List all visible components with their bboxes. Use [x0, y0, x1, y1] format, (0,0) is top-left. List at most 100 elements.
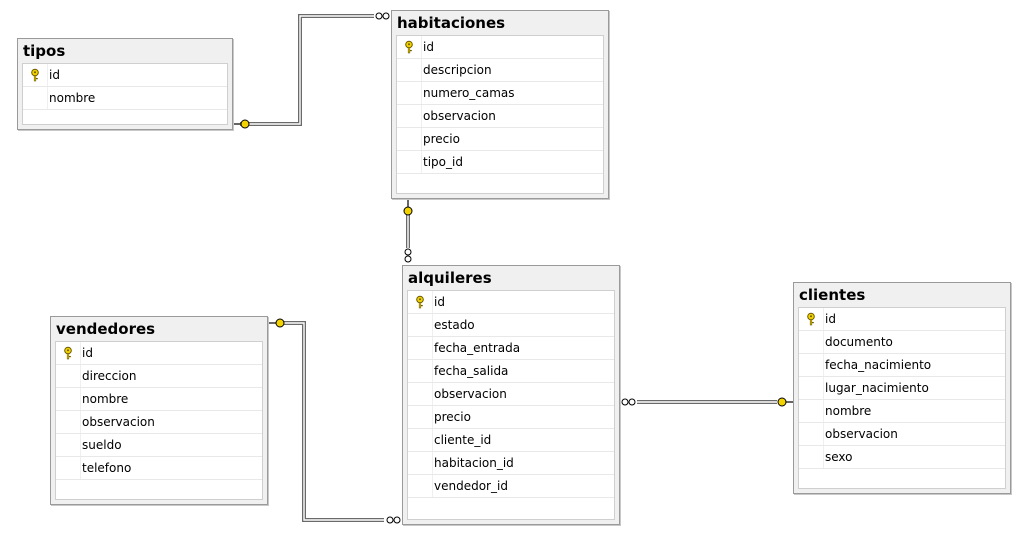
- column-row[interactable]: nombre: [23, 87, 227, 110]
- table-title: habitaciones: [397, 14, 506, 32]
- column-name: nombre: [49, 91, 96, 105]
- column-row[interactable]: direccion: [56, 365, 262, 388]
- one-end-key-icon: [269, 318, 285, 328]
- column-gutter: [799, 331, 824, 353]
- column-gutter: [799, 354, 824, 376]
- column-row[interactable]: nombre: [56, 388, 262, 411]
- column-name: telefono: [82, 461, 132, 475]
- relationship-tipos-habitaciones[interactable]: [233, 12, 390, 129]
- column-name: nombre: [82, 392, 129, 406]
- table-title: clientes: [799, 286, 866, 304]
- column-name: observacion: [82, 415, 155, 429]
- column-gutter: [397, 128, 422, 150]
- column-row[interactable]: descripcion: [397, 59, 603, 82]
- column-gutter: [408, 475, 433, 497]
- many-end-infinity-icon: [404, 248, 412, 263]
- column-name: id: [825, 312, 836, 326]
- column-row[interactable]: estado: [408, 314, 614, 337]
- column-gutter: [397, 59, 422, 81]
- column-row[interactable]: habitacion_id: [408, 452, 614, 475]
- column-name: fecha_salida: [434, 364, 509, 378]
- one-end-key-icon: [403, 199, 413, 216]
- column-gutter: [408, 452, 433, 474]
- primary-key-icon: [23, 64, 48, 86]
- column-row[interactable]: observacion: [799, 423, 1005, 446]
- primary-key-icon: [56, 342, 81, 364]
- column-name: id: [423, 40, 434, 54]
- column-row[interactable]: vendedor_id: [408, 475, 614, 498]
- column-gutter: [799, 377, 824, 399]
- column-gutter: [56, 388, 81, 410]
- column-gutter: [56, 434, 81, 456]
- column-row[interactable]: documento: [799, 331, 1005, 354]
- column-gutter: [408, 406, 433, 428]
- column-name: documento: [825, 335, 893, 349]
- column-row[interactable]: id: [408, 291, 614, 314]
- column-name: vendedor_id: [434, 479, 508, 493]
- column-row[interactable]: telefono: [56, 457, 262, 480]
- table-alquileres[interactable]: alquileres id estado fecha_entrada fecha_sa…: [402, 265, 620, 525]
- column-name: tipo_id: [423, 155, 463, 169]
- column-gutter: [408, 337, 433, 359]
- column-name: habitacion_id: [434, 456, 514, 470]
- column-row[interactable]: lugar_nacimiento: [799, 377, 1005, 400]
- column-name: fecha_nacimiento: [825, 358, 932, 372]
- column-name: precio: [434, 410, 471, 424]
- column-grid: id documento fecha_nacimiento lugar_nacimie…: [798, 307, 1006, 489]
- column-gutter: [408, 314, 433, 336]
- column-name: cliente_id: [434, 433, 492, 447]
- one-end-key-icon: [233, 119, 250, 129]
- column-row[interactable]: tipo_id: [397, 151, 603, 174]
- relationship-vendedores-alquileres[interactable]: [269, 318, 401, 524]
- column-grid: id nombre: [22, 63, 228, 125]
- column-row[interactable]: sueldo: [56, 434, 262, 457]
- column-row[interactable]: id: [23, 64, 227, 87]
- column-row[interactable]: cliente_id: [408, 429, 614, 452]
- column-gutter: [397, 105, 422, 127]
- column-gutter: [408, 429, 433, 451]
- column-name: direccion: [82, 369, 137, 383]
- relationship-clientes-alquileres[interactable]: [621, 397, 794, 407]
- column-name: fecha_entrada: [434, 341, 521, 355]
- many-end-infinity-icon: [386, 516, 401, 524]
- column-gutter: [799, 446, 824, 468]
- column-row[interactable]: id: [56, 342, 262, 365]
- column-name: sueldo: [82, 438, 122, 452]
- column-name: observacion: [825, 427, 898, 441]
- column-name: id: [434, 295, 445, 309]
- column-row[interactable]: observacion: [408, 383, 614, 406]
- column-row[interactable]: id: [397, 36, 603, 59]
- column-row[interactable]: precio: [408, 406, 614, 429]
- primary-key-icon: [408, 291, 433, 313]
- column-row[interactable]: id: [799, 308, 1005, 331]
- column-grid: id direccion nombre observacion sueldo telefo…: [55, 341, 263, 500]
- primary-key-icon: [397, 36, 422, 58]
- table-title: alquileres: [408, 269, 492, 287]
- column-gutter: [408, 360, 433, 382]
- column-row[interactable]: observacion: [56, 411, 262, 434]
- column-name: observacion: [434, 387, 507, 401]
- column-gutter: [397, 82, 422, 104]
- relationship-habitaciones-alquileres[interactable]: [403, 199, 413, 263]
- column-row[interactable]: fecha_nacimiento: [799, 354, 1005, 377]
- column-row[interactable]: fecha_entrada: [408, 337, 614, 360]
- column-row[interactable]: numero_camas: [397, 82, 603, 105]
- column-row[interactable]: sexo: [799, 446, 1005, 469]
- column-row[interactable]: observacion: [397, 105, 603, 128]
- column-row[interactable]: precio: [397, 128, 603, 151]
- column-name: descripcion: [423, 63, 492, 77]
- column-gutter: [799, 400, 824, 422]
- column-row[interactable]: nombre: [799, 400, 1005, 423]
- table-title: tipos: [23, 42, 66, 60]
- primary-key-icon: [799, 308, 824, 330]
- column-row[interactable]: fecha_salida: [408, 360, 614, 383]
- column-name: id: [82, 346, 93, 360]
- column-name: observacion: [423, 109, 496, 123]
- column-name: sexo: [825, 450, 853, 464]
- table-tipos[interactable]: tipos id nombre: [17, 38, 233, 130]
- column-gutter: [56, 411, 81, 433]
